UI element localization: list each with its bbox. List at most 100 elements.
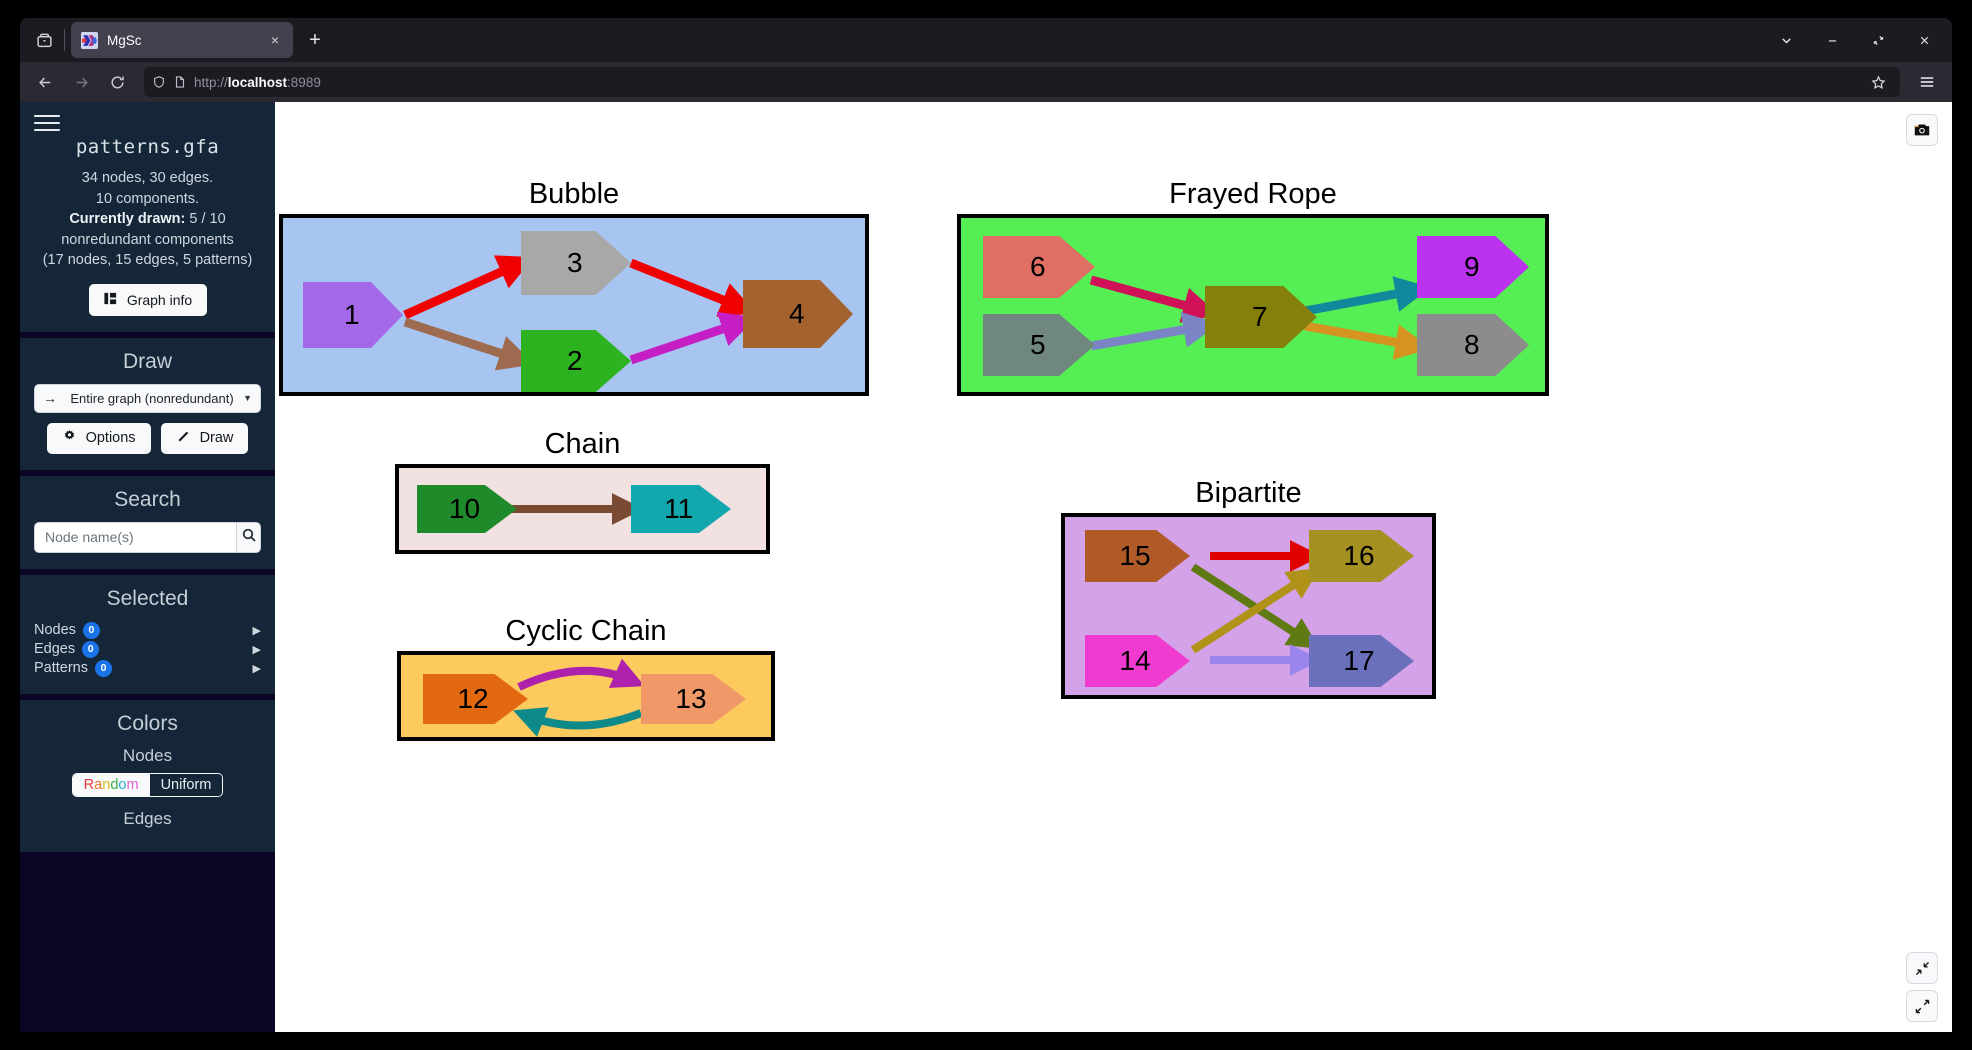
node-8[interactable]: 8: [1417, 314, 1529, 376]
window-controls: [1764, 20, 1952, 60]
minimize-button[interactable]: [1810, 20, 1854, 60]
node-1[interactable]: 1: [303, 282, 403, 348]
draw-button-label: Draw: [199, 430, 234, 446]
graph-info-icon: [103, 291, 118, 309]
pattern-chain-label: Chain: [544, 428, 621, 460]
node-5[interactable]: 5: [983, 314, 1095, 376]
chevron-right-icon[interactable]: ▶: [252, 624, 261, 637]
selected-row-edges[interactable]: Edges 0 ▶: [34, 640, 261, 659]
node-7[interactable]: 7: [1205, 286, 1317, 348]
graph-stat-drawn: Currently drawn: 5 / 10: [34, 209, 261, 230]
edge-13-12: [513, 707, 643, 737]
expand-button[interactable]: [1906, 990, 1938, 1022]
draw-scope-select[interactable]: → Entire graph (nonredundant) ▼: [34, 383, 261, 413]
node-10[interactable]: 10: [417, 485, 517, 533]
pattern-frayed-rope[interactable]: Frayed Rope: [957, 177, 1549, 396]
node-9[interactable]: 9: [1417, 236, 1529, 298]
url-text: http://localhost:8989: [194, 74, 321, 90]
node-6[interactable]: 6: [983, 236, 1095, 298]
options-button[interactable]: Options: [46, 422, 151, 454]
sidebar-menu-toggle-icon[interactable]: [34, 112, 60, 134]
back-arrow-icon[interactable]: [28, 66, 62, 98]
colors-edges-label: Edges: [123, 808, 172, 828]
tab-title: MgSc: [107, 32, 142, 48]
node-2[interactable]: 2: [521, 330, 631, 392]
draw-panel: Draw → Entire graph (nonredundant) ▼: [20, 337, 275, 470]
star-icon[interactable]: [1865, 75, 1892, 90]
pattern-bipartite[interactable]: Bipartite: [1061, 476, 1436, 699]
graph-stat-drawn-value: 5 / 10: [185, 211, 226, 227]
reload-icon[interactable]: [100, 66, 134, 98]
selected-edges-label: Edges: [34, 641, 76, 657]
close-window-button[interactable]: [1902, 20, 1946, 60]
pattern-bipartite-box[interactable]: 15 14 16 17: [1061, 513, 1436, 699]
colors-panel-title: Colors: [117, 711, 178, 735]
screenshot-button[interactable]: [1906, 114, 1938, 146]
draw-button[interactable]: Draw: [160, 422, 249, 454]
edge-6-7: [1089, 275, 1219, 323]
node-14[interactable]: 14: [1085, 635, 1190, 687]
selected-nodes-count: 0: [82, 621, 100, 639]
graph-stat-nonredundant: nonredundant components: [61, 231, 234, 248]
browser-window: MgSc × +: [20, 18, 1952, 1032]
chevron-down-icon[interactable]: [1764, 20, 1808, 60]
draw-panel-title: Draw: [122, 349, 172, 373]
firefox-view-icon[interactable]: [26, 22, 62, 58]
node-3[interactable]: 3: [521, 231, 631, 295]
edge-7-8: [1304, 321, 1432, 360]
pattern-bubble[interactable]: Bubble: [279, 177, 869, 396]
new-tab-button[interactable]: +: [309, 28, 321, 51]
node-13[interactable]: 13: [641, 674, 746, 724]
node-17[interactable]: 17: [1309, 635, 1414, 687]
node-11[interactable]: 11: [631, 485, 731, 533]
graph-stat-drawn-label: Currently drawn:: [69, 211, 186, 227]
pattern-bipartite-label: Bipartite: [1195, 477, 1302, 509]
search-panel-title: Search: [114, 487, 181, 511]
pattern-chain[interactable]: Chain 10 11: [395, 427, 770, 554]
graph-canvas[interactable]: Bubble: [275, 102, 1952, 1032]
pattern-cyclic-chain[interactable]: Cyclic Chain 12: [397, 614, 775, 741]
navigation-toolbar: http://localhost:8989: [20, 62, 1952, 102]
search-button[interactable]: [236, 521, 261, 553]
graph-info-button[interactable]: Graph info: [88, 283, 207, 316]
edge-3-4: [629, 258, 757, 317]
tab-close-icon[interactable]: ×: [270, 32, 280, 48]
pattern-bubble-box[interactable]: 1 3 2 4: [279, 214, 869, 396]
shield-icon[interactable]: [152, 75, 166, 89]
selected-row-nodes[interactable]: Nodes 0 ▶: [34, 621, 261, 640]
colors-nodes-uniform-button[interactable]: Uniform: [149, 773, 223, 796]
browser-tab[interactable]: MgSc ×: [71, 22, 293, 58]
node-12[interactable]: 12: [423, 674, 528, 724]
edge-14-16: [1190, 568, 1320, 654]
pattern-chain-box[interactable]: 10 11: [395, 464, 770, 554]
gear-icon: [62, 429, 77, 448]
graph-stat-detail: (17 nodes, 15 edges, 5 patterns): [42, 252, 253, 268]
node-16[interactable]: 16: [1309, 530, 1414, 582]
edge-5-7: [1090, 312, 1220, 351]
edge-7-9: [1304, 276, 1432, 316]
forward-arrow-icon[interactable]: [64, 66, 98, 98]
edge-2-4: [629, 311, 757, 365]
chevron-right-icon[interactable]: ▶: [252, 643, 261, 656]
edge-12-13: [517, 658, 645, 691]
pattern-frayed-rope-box[interactable]: 6 5 7 9 8: [957, 214, 1549, 396]
graph-filename: patterns.gfa: [75, 136, 220, 158]
selected-panel-title: Selected: [106, 586, 189, 610]
fit-to-screen-button[interactable]: [1906, 952, 1938, 984]
node-15[interactable]: 15: [1085, 530, 1190, 582]
restore-button[interactable]: [1856, 20, 1900, 60]
address-bar[interactable]: http://localhost:8989: [144, 67, 1900, 97]
colors-nodes-toggle-group: Random Uniform: [34, 772, 261, 797]
hamburger-menu-icon[interactable]: [1910, 66, 1944, 98]
chevron-right-icon[interactable]: ▶: [252, 662, 261, 675]
page-icon[interactable]: [173, 75, 187, 89]
pattern-cyclic-chain-box[interactable]: 12 13: [397, 651, 775, 741]
colors-nodes-label: Nodes: [122, 745, 173, 765]
selected-nodes-label: Nodes: [34, 622, 76, 638]
search-input[interactable]: [34, 521, 236, 553]
selected-row-patterns[interactable]: Patterns 0 ▶: [34, 659, 261, 678]
mgsc-favicon-icon: [81, 31, 98, 49]
selected-panel: Selected Nodes 0 ▶ Edges 0 ▶ Patterns 0 …: [20, 574, 275, 694]
colors-nodes-random-button[interactable]: Random: [72, 773, 150, 796]
node-4[interactable]: 4: [743, 280, 853, 348]
